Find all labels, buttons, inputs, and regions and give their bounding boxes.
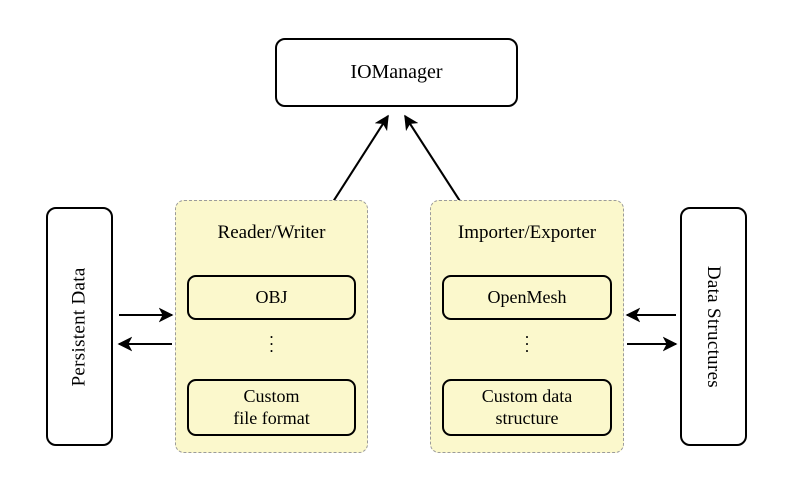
persistent-data-label: Persistent Data (68, 266, 90, 387)
persistent-data-node[interactable]: Persistent Data (46, 207, 113, 446)
node-custom-data-structure-line1: Custom data (481, 385, 573, 406)
node-custom-file-format[interactable]: Custom file format (187, 379, 356, 436)
node-obj[interactable]: OBJ (187, 275, 356, 320)
reader-writer-ellipsis: . . . (269, 323, 274, 356)
group-reader-writer[interactable]: Reader/Writer OBJ . . . Custom file form… (175, 200, 368, 453)
data-structures-node[interactable]: Data Structures (680, 207, 747, 446)
node-custom-file-format-line2: file format (233, 407, 310, 428)
group-importer-exporter[interactable]: Importer/Exporter OpenMesh . . . Custom … (430, 200, 624, 453)
group-importer-exporter-title: Importer/Exporter (457, 222, 597, 243)
node-custom-data-structure[interactable]: Custom data structure (442, 379, 612, 436)
data-structures-label: Data Structures (703, 265, 725, 388)
node-openmesh[interactable]: OpenMesh (442, 275, 612, 320)
importer-exporter-ellipsis: . . . (524, 323, 530, 356)
node-openmesh-label: OpenMesh (487, 286, 567, 307)
io-manager-node[interactable]: IOManager (275, 38, 518, 107)
io-manager-label: IOManager (350, 61, 443, 83)
node-obj-label: OBJ (255, 286, 288, 307)
node-custom-file-format-line1: Custom (243, 385, 300, 406)
node-custom-data-structure-line2: structure (495, 407, 559, 428)
group-reader-writer-title: Reader/Writer (217, 222, 326, 243)
